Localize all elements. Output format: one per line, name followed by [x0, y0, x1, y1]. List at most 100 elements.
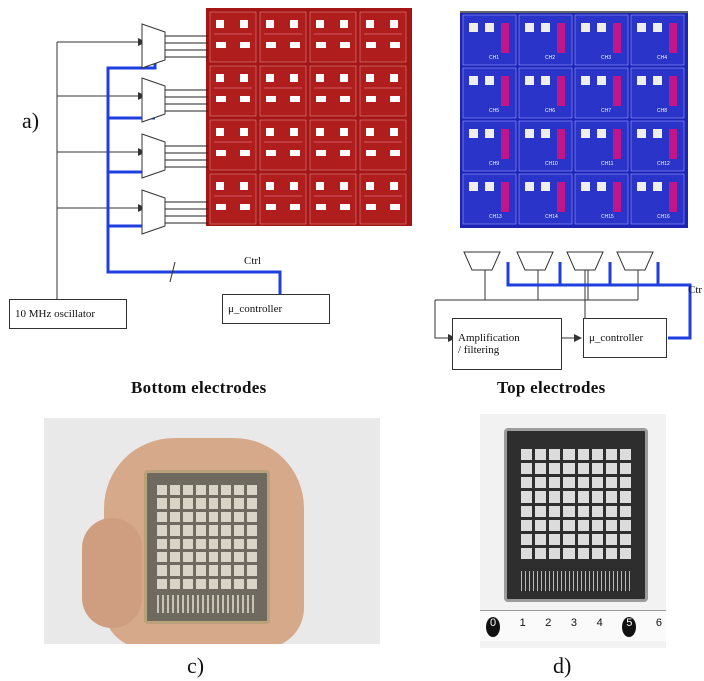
electrode-dot: [157, 485, 167, 496]
electrode-dot: [221, 551, 232, 563]
electrode-dot: [521, 463, 533, 475]
bottom-electrodes-diagram: [56, 8, 412, 300]
electrode-dot: [549, 449, 561, 461]
panel-d-label: d): [553, 653, 572, 678]
electrode-dot: [169, 578, 180, 589]
electrode-dot: [605, 547, 617, 559]
electrode-dot: [157, 538, 167, 549]
electrode-dot: [563, 477, 575, 489]
electrode-dot: [234, 551, 245, 563]
electrode-cell-icon: [259, 173, 307, 225]
electrode-dot: [169, 551, 180, 563]
electrode-cell-icon: [209, 119, 257, 171]
cell-channel-label: CH1: [489, 55, 499, 61]
electrode-dot: [577, 477, 589, 489]
electrode-dot: [195, 498, 206, 509]
finger-shape: [82, 518, 142, 628]
electrode-dot: [208, 538, 219, 549]
electrode-cell-icon: CH2: [518, 14, 573, 66]
ruler-mark: 0: [486, 617, 501, 637]
electrode-dot: [169, 485, 180, 496]
electrode-dot: [234, 565, 245, 576]
cell-channel-label: CH6: [545, 108, 555, 114]
electrode-dot: [549, 547, 561, 559]
electrode-dot: [208, 525, 219, 536]
panel-a-label: a): [22, 108, 40, 133]
ctrl-label-b: Ctr: [688, 284, 703, 296]
electrode-dot: [169, 498, 180, 509]
multiplexer-icon: [516, 251, 554, 271]
electrode-dot: [605, 519, 617, 531]
electrode-dot: [591, 449, 603, 461]
electrode-dot: [619, 505, 631, 517]
multiplexer-icon: [141, 23, 166, 69]
electrode-dot: [208, 498, 219, 509]
electrode-dot: [157, 525, 167, 536]
electrode-dot: [169, 538, 180, 549]
electrode-dot: [591, 533, 603, 545]
electrode-dot: [619, 533, 631, 545]
electrode-dot: [605, 477, 617, 489]
electrode-dot: [208, 565, 219, 576]
cell-channel-label: CH10: [545, 161, 558, 167]
electrode-dot: [208, 578, 219, 589]
control-bus-b: [506, 262, 692, 340]
electrode-dot: [195, 538, 206, 549]
electrode-dot: [221, 565, 232, 576]
cell-channel-label: CH14: [545, 214, 558, 220]
electrode-dot: [549, 533, 561, 545]
electrode-cell-icon: CH1: [462, 14, 517, 66]
electrode-dot: [234, 525, 245, 536]
electrode-dot: [169, 525, 180, 536]
electrode-dot: [535, 463, 547, 475]
electrode-dot: [577, 505, 589, 517]
electrode-dot: [563, 463, 575, 475]
panel-c-label: c): [187, 653, 205, 678]
electrode-dot: [591, 463, 603, 475]
electrode-dot: [208, 485, 219, 496]
cell-channel-label: CH5: [489, 108, 499, 114]
electrode-dot: [619, 477, 631, 489]
electrode-dot: [157, 498, 167, 509]
electrode-cell-icon: [259, 119, 307, 171]
electrode-dot: [577, 547, 589, 559]
electrode-dot: [591, 505, 603, 517]
electrode-dot: [221, 538, 232, 549]
electrode-dot: [521, 477, 533, 489]
device-board-d: [504, 428, 648, 602]
electrode-dot: [157, 578, 167, 589]
electrode-dot: [195, 485, 206, 496]
electrode-dot: [247, 511, 257, 523]
electrode-dot: [535, 477, 547, 489]
ruler-mark: 6: [655, 617, 662, 629]
electrode-dot: [535, 449, 547, 461]
electrode-dot: [591, 547, 603, 559]
electrode-dot: [521, 519, 533, 531]
electrode-dot: [221, 511, 232, 523]
electrode-dot: [221, 498, 232, 509]
multiplexer-icon: [141, 133, 166, 179]
electrode-dot: [169, 565, 180, 576]
red-board-cells: [209, 11, 407, 225]
electrode-dot: [182, 538, 193, 549]
oscillator-wiring: [56, 41, 138, 300]
electrode-dot: [182, 498, 193, 509]
electrode-dot: [182, 565, 193, 576]
electrode-cell-icon: CH15: [574, 173, 629, 225]
cell-channel-label: CH12: [657, 161, 670, 167]
electrode-dot: [619, 449, 631, 461]
electrode-dot: [182, 551, 193, 563]
electrode-dot: [234, 578, 245, 589]
electrode-dot: [195, 578, 206, 589]
electrode-dot: [221, 578, 232, 589]
electrode-cell-icon: CH3: [574, 14, 629, 66]
electrode-cell-icon: [359, 119, 407, 171]
electrode-cell-icon: CH9: [462, 120, 517, 172]
electrode-dot: [157, 551, 167, 563]
electrode-dot: [247, 485, 257, 496]
electrode-dot: [247, 578, 257, 589]
ruler-mark: 3: [570, 617, 578, 629]
electrode-dot: [157, 565, 167, 576]
electrode-dot: [195, 551, 206, 563]
